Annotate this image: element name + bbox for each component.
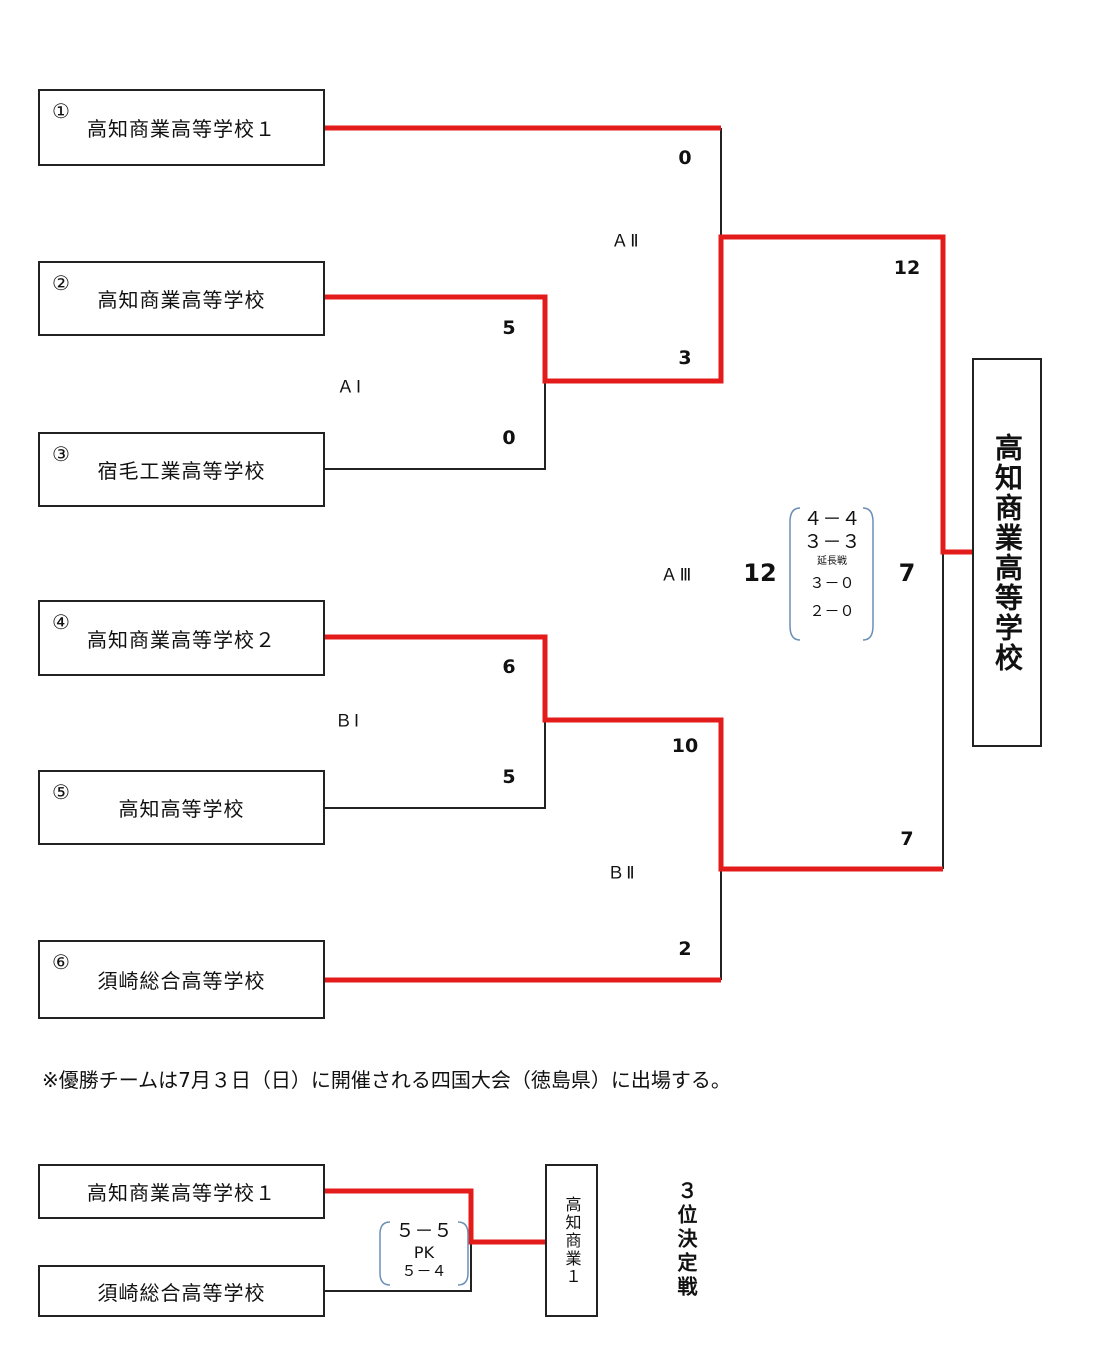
third-winner-name: 高知商業１ [562, 1195, 582, 1286]
score-a1-bottom: 0 [502, 427, 516, 449]
win-line-team2 [324, 234, 972, 555]
seed-2: ② [52, 271, 70, 295]
seed-4: ④ [52, 610, 70, 634]
team-box-2: ② 高知商業高等学校 [38, 261, 325, 336]
detail-line-4: ３－０ [809, 573, 855, 592]
third-team-box-bottom: 須崎総合高等学校 [38, 1265, 325, 1317]
line-third-bottom [324, 1242, 472, 1292]
third-bracket-right [457, 1221, 469, 1286]
team-box-6: ⑥ 須崎総合高等学校 [38, 940, 325, 1019]
detail-line-3: 延長戦 [816, 555, 847, 567]
team-name-3: 宿毛工業高等学校 [97, 459, 266, 483]
seed-6: ⑥ [52, 950, 70, 974]
third-place-label: ３位決定戦 [674, 1180, 698, 1300]
score-a2-bottom: 3 [678, 347, 692, 369]
team-box-5: ⑤ 高知高等学校 [38, 770, 325, 845]
detail-line-1: ４－４ [803, 508, 861, 530]
champion-name: 高知商業高等学校 [991, 432, 1024, 673]
third-detail-2: PK [413, 1242, 435, 1262]
detail-bracket-right [862, 507, 874, 641]
detail-line-2: ３－３ [803, 530, 861, 553]
champion-box: 高知商業高等学校 [972, 358, 1042, 747]
win-line-third [324, 1188, 545, 1245]
third-team-bottom: 須崎総合高等学校 [97, 1280, 266, 1305]
score-final-top: 12 [893, 257, 921, 279]
line-team3 [324, 381, 546, 470]
score-a1-top: 5 [502, 317, 516, 339]
third-winner-box: 高知商業１ [545, 1164, 598, 1317]
third-bracket-left [379, 1221, 391, 1286]
match-label-b2: ＢⅡ [607, 863, 637, 884]
line-team5 [324, 720, 546, 809]
team-name-1: 高知商業高等学校１ [87, 117, 276, 141]
detail-line-5: ２－０ [809, 601, 855, 620]
seed-3: ③ [52, 442, 70, 466]
score-b1-top: 6 [502, 656, 516, 678]
team-name-2: 高知商業高等学校 [97, 288, 266, 312]
match-label-a1: ＡⅠ [336, 377, 364, 398]
score-final-left: 12 [743, 559, 777, 587]
team-box-3: ③ 宿毛工業高等学校 [38, 432, 325, 507]
team-box-1: ① 高知商業高等学校１ [38, 89, 325, 166]
match-label-b1: ＢⅠ [334, 711, 362, 732]
detail-bracket-left [789, 507, 801, 641]
seed-5: ⑤ [52, 780, 70, 804]
score-b1-bottom: 5 [502, 766, 516, 788]
third-detail-3: ５－４ [401, 1261, 447, 1280]
tournament-note: ※優勝チームは7月３日（日）に開催される四国大会（徳島県）に出場する。 [42, 1068, 731, 1092]
final-score-detail: ４－４ ３－３ 延長戦 ３－０ ２－０ [803, 508, 860, 620]
third-score-detail: ５－５ PK ５－４ [395, 1220, 452, 1280]
match-label-a3: ＡⅢ [660, 565, 694, 586]
score-b2-bottom: 2 [678, 938, 692, 960]
score-a2-top: 0 [678, 147, 692, 169]
score-b2-top: 10 [671, 735, 699, 757]
third-detail-1: ５－５ [395, 1220, 453, 1242]
team-name-6: 須崎総合高等学校 [97, 969, 266, 993]
third-team-top: 高知商業高等学校１ [87, 1181, 276, 1205]
team-name-4: 高知商業高等学校２ [87, 627, 276, 652]
third-team-box-top: 高知商業高等学校１ [38, 1164, 325, 1219]
win-line-team4 [324, 634, 943, 872]
team-name-5: 高知高等学校 [118, 797, 245, 821]
score-final-bottom: 7 [900, 828, 914, 850]
score-final-right: 7 [898, 559, 916, 587]
team-box-4: ④ 高知商業高等学校２ [38, 600, 325, 676]
seed-1: ① [52, 99, 70, 123]
match-label-a2: ＡⅡ [611, 231, 641, 252]
